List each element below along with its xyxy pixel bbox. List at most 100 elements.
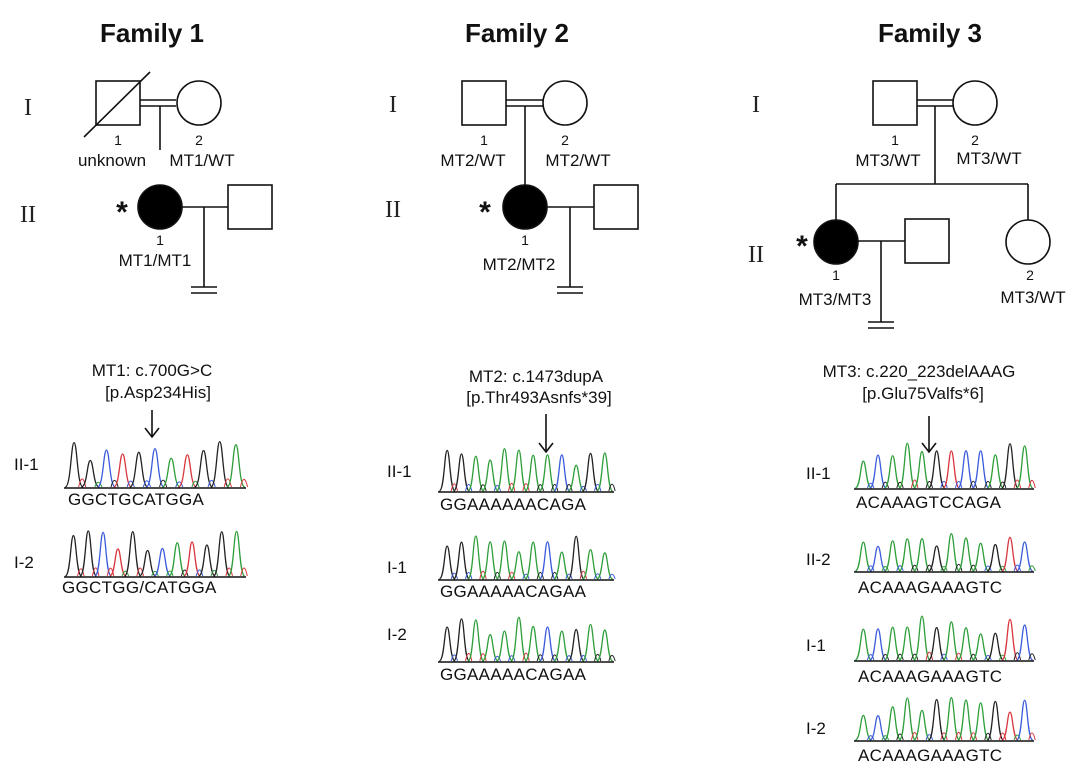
chromatogram-peak bbox=[869, 715, 887, 741]
chromatogram-peak bbox=[942, 532, 961, 572]
trace-sequence: ACAAAGAAAGTC bbox=[858, 667, 1002, 686]
chromatogram-noise bbox=[866, 735, 875, 741]
chromatogram-noise bbox=[954, 563, 963, 572]
chromatogram-peak bbox=[869, 545, 887, 572]
chromatogram-noise bbox=[536, 484, 544, 492]
chromatogram-noise bbox=[551, 571, 559, 580]
chromatogram-noise bbox=[121, 570, 130, 577]
chromatogram-noise bbox=[1013, 652, 1022, 661]
chromatogram-noise bbox=[998, 654, 1007, 661]
chromatogram-peak bbox=[942, 450, 961, 489]
chromatogram-noise bbox=[479, 484, 487, 492]
trace-label: I-2 bbox=[806, 719, 826, 738]
chromatogram-noise bbox=[866, 653, 875, 661]
chromatogram-noise bbox=[1028, 732, 1036, 741]
chromatogram-noise bbox=[881, 481, 890, 489]
chromatogram-noise bbox=[465, 571, 473, 580]
chromatogram-peak bbox=[1015, 624, 1034, 661]
chromatogram-noise bbox=[969, 564, 978, 572]
pedigree-lines bbox=[506, 99, 594, 294]
chromatogram-noise bbox=[142, 480, 151, 488]
chromatogram-peak bbox=[510, 551, 528, 580]
chromatogram-noise bbox=[239, 478, 249, 488]
chromatogram-noise bbox=[998, 565, 1007, 572]
chromatogram-noise bbox=[166, 570, 174, 577]
chromatogram-noise bbox=[522, 652, 530, 662]
generation-label-I: I bbox=[24, 95, 32, 121]
chromatogram-noise bbox=[91, 567, 100, 577]
family-1: Family 1 I II 1 unknown 2 MT1/WT * 1 MT1… bbox=[14, 18, 273, 597]
chromatogram-peak bbox=[1001, 711, 1019, 741]
chromatogram-peak bbox=[194, 449, 214, 488]
chromatogram-peak bbox=[113, 453, 132, 488]
trace-label: I-1 bbox=[387, 558, 407, 577]
chromatogram-noise bbox=[579, 485, 587, 492]
chromatogram-peak bbox=[553, 551, 571, 580]
chromatogram-noise bbox=[998, 732, 1007, 741]
chromatogram-peak bbox=[913, 538, 931, 572]
chromatogram-peak bbox=[210, 440, 230, 488]
chromatogram-II-1 bbox=[64, 440, 249, 488]
chromatogram-peak bbox=[928, 545, 946, 572]
pedigree-lines bbox=[140, 99, 228, 294]
chromatogram-peak bbox=[581, 452, 600, 492]
chromatogram-noise bbox=[106, 567, 115, 577]
chromatogram-peak bbox=[227, 530, 246, 577]
chromatogram-noise bbox=[180, 569, 189, 577]
chromatogram-peak bbox=[898, 442, 917, 489]
chromatogram-noise bbox=[954, 731, 963, 741]
chromatogram-noise bbox=[925, 480, 934, 489]
chromatogram-noise bbox=[910, 564, 919, 572]
trace-sequence: GGCTGCATGGA bbox=[68, 490, 205, 509]
chromatogram-noise bbox=[465, 483, 473, 492]
chromatogram-noise bbox=[866, 482, 875, 489]
chromatogram-peak bbox=[81, 459, 100, 488]
chromatogram-noise bbox=[881, 735, 890, 741]
chromatogram-I-1 bbox=[438, 535, 616, 580]
chromatogram-peak bbox=[854, 628, 873, 661]
individual-I-1-male bbox=[872, 80, 918, 126]
chromatogram-noise bbox=[493, 571, 501, 580]
chromatogram-noise bbox=[493, 484, 501, 492]
chromatogram-noise bbox=[508, 571, 516, 580]
chromatogram-peak bbox=[927, 450, 946, 489]
chromatogram-noise bbox=[940, 653, 948, 661]
chromatogram-noise bbox=[608, 483, 616, 492]
chromatogram-noise bbox=[450, 483, 458, 492]
chromatogram-noise bbox=[594, 653, 602, 662]
chromatogram-noise bbox=[940, 732, 948, 741]
genotype-I-2: MT2/WT bbox=[545, 151, 610, 170]
chromatogram-peak bbox=[1001, 618, 1019, 661]
chromatogram-peak bbox=[524, 541, 542, 580]
chromatogram-noise bbox=[910, 653, 919, 661]
chromatogram-peak bbox=[538, 626, 557, 662]
chromatogram-noise bbox=[77, 568, 85, 577]
chromatogram-noise bbox=[1028, 653, 1036, 661]
chromatogram-peak bbox=[481, 541, 499, 580]
chromatogram-peak bbox=[883, 706, 902, 741]
individual-I-2-female bbox=[176, 80, 222, 126]
genotype-I-1: unknown bbox=[78, 151, 146, 170]
individual-II-2-female bbox=[1005, 219, 1051, 265]
chromatogram-peak bbox=[957, 537, 975, 572]
mutation-protein: [p.Asp234His] bbox=[105, 383, 211, 402]
id-I-2: 2 bbox=[561, 132, 569, 148]
chromatogram-peak bbox=[145, 448, 165, 488]
genotype-II-1: MT2/MT2 bbox=[483, 255, 556, 274]
chromatogram-noise bbox=[536, 654, 544, 662]
chromatogram-noise bbox=[866, 565, 875, 572]
id-II-1: 1 bbox=[156, 232, 164, 248]
chromatogram-peak bbox=[567, 628, 585, 662]
chromatogram-peak bbox=[869, 454, 887, 489]
chromatogram-peak bbox=[452, 541, 471, 580]
chromatogram-peak bbox=[927, 626, 946, 661]
chromatogram-peak bbox=[898, 626, 917, 661]
chromatogram-noise bbox=[225, 567, 233, 577]
chromatogram-noise bbox=[479, 653, 487, 662]
individual-II-1-affected-female bbox=[813, 219, 859, 265]
chromatogram-peak bbox=[524, 454, 542, 492]
chromatogram-peak bbox=[567, 464, 585, 492]
chromatogram-noise bbox=[925, 734, 934, 741]
individual-II-1-affected-female bbox=[137, 184, 183, 230]
